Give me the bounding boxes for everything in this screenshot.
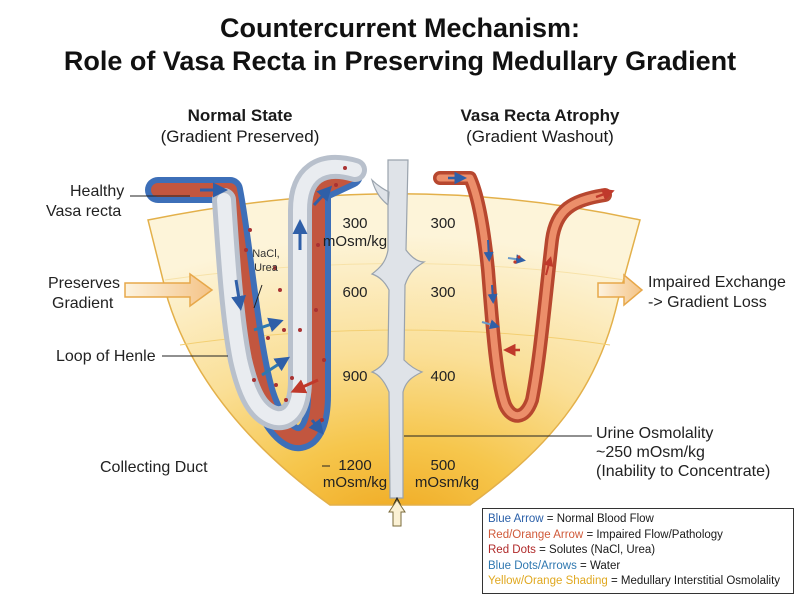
solute-dots-atrophy (513, 255, 521, 264)
panel-right-heading: Vasa Recta Atrophy (460, 106, 620, 125)
label-nacl: NaCl, (252, 248, 280, 260)
label-urine-osmolality: Urine Osmolality (596, 425, 714, 442)
osm-normal-900: 900 (342, 368, 368, 385)
impaired-exchange-arrow (597, 273, 644, 307)
water-arrow (261, 356, 291, 377)
collecting-duct-arrow-outline (388, 499, 406, 527)
osm-normal-300: 300 (342, 215, 368, 232)
osm-normal-unit-1200: mOsm/kg (322, 474, 388, 491)
flow-arrow (308, 418, 324, 435)
label-gradient-loss: -> Gradient Loss (648, 294, 767, 311)
legend-item-blue-dots: Blue Dots/Arrows = Water (488, 559, 788, 575)
osm-normal-1200: 1200 (338, 457, 372, 474)
legend-item-blue-arrow: Blue Arrow = Normal Blood Flow (488, 512, 788, 528)
collecting-duct (370, 159, 426, 499)
title-line-2: Role of Vasa Recta in Preserving Medulla… (63, 46, 737, 76)
atrophy-water-arrow (481, 319, 500, 330)
legend-text: = Normal Blood Flow (543, 513, 654, 525)
label-healthy: Healthy (70, 183, 125, 200)
legend-key: Red Dots (488, 544, 536, 557)
osm-atrophy-300b: 300 (430, 284, 456, 301)
panel-right-subheading: (Gradient Washout) (466, 127, 614, 146)
label-urea: Urea (254, 262, 278, 274)
atrophy-arrow (487, 284, 498, 304)
atrophy-arrow (595, 188, 615, 201)
legend-text: = Medullary Interstitial Osmolality (607, 575, 781, 588)
legend-text: = Water (576, 559, 621, 572)
atrophy-arrow (483, 239, 494, 262)
solute-arrow (290, 378, 319, 394)
flow-arrow (312, 185, 333, 207)
label-preserves: Preserves (48, 275, 121, 292)
legend-key: Yellow/Orange Shading (488, 575, 608, 588)
legend-item-red-dots: Red Dots = Solutes (NaCl, Urea) (488, 543, 788, 559)
panel-left-heading: Normal State (187, 106, 293, 125)
label-impaired-exchange: Impaired Exchange (648, 274, 786, 291)
legend-text: = Solutes (NaCl, Urea) (535, 544, 656, 557)
osm-normal-unit: mOsm/kg (322, 233, 388, 250)
legend-item-shading: Yellow/Orange Shading = Medullary Inters… (488, 574, 788, 590)
osm-atrophy-500: 500 (430, 457, 456, 474)
osm-atrophy-300a: 300 (430, 215, 456, 232)
preserves-gradient-arrow (124, 272, 214, 308)
atrophy-arrow (543, 256, 554, 276)
panel-left-subheading: (Gradient Preserved) (160, 127, 320, 146)
solute-dots (244, 166, 347, 422)
osm-atrophy-unit: mOsm/kg (414, 474, 480, 491)
label-collecting-duct: Collecting Duct (100, 459, 208, 476)
label-urine-osmolality-value: ~250 mOsm/kg (596, 444, 705, 461)
legend-item-red-arrow: Red/Orange Arrow = Impaired Flow/Patholo… (488, 528, 788, 544)
label-vasa-recta: Vasa recta (46, 203, 122, 220)
label-loop-of-henle: Loop of Henle (56, 348, 156, 365)
legend-key: Red/Orange Arrow (488, 528, 584, 541)
water-arrow (253, 317, 284, 332)
label-gradient: Gradient (52, 295, 114, 312)
legend-key: Blue Dots/Arrows (488, 559, 577, 572)
osm-normal-600: 600 (342, 284, 368, 301)
title-line-1: Countercurrent Mechanism: (219, 13, 581, 43)
legend-text: = Impaired Flow/Pathology (583, 528, 723, 541)
osm-atrophy-400: 400 (430, 368, 456, 385)
leader-nacl-urea (253, 284, 263, 309)
label-urine-osmolality-note: (Inability to Concentrate) (596, 463, 771, 480)
legend-key: Blue Arrow (488, 513, 544, 525)
flow-arrow (231, 279, 246, 311)
atrophy-water-arrow (507, 254, 526, 265)
legend: Blue Arrow = Normal Blood Flow Red/Orang… (482, 508, 794, 594)
